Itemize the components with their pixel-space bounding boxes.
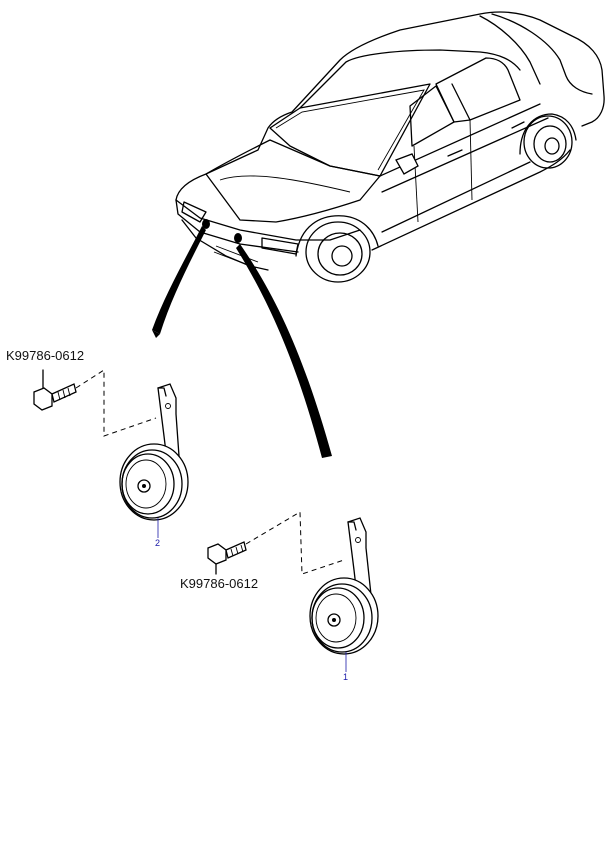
- horn-2-icon: [119, 383, 189, 538]
- arrow-to-horn-1: [236, 244, 332, 458]
- bolt-lower-part-number: K99786-0612: [180, 576, 259, 591]
- callout-number-1: 1: [343, 672, 349, 682]
- horn-1-icon: [309, 517, 379, 672]
- location-arrows: [152, 226, 332, 458]
- bolt-lower-icon: [207, 511, 345, 575]
- bolt-upper-icon: [33, 369, 157, 437]
- callout-number-2: 2: [155, 538, 161, 548]
- bolt-upper-part-number: K99786-0612: [6, 348, 85, 363]
- car-illustration: [175, 11, 605, 283]
- arrow-to-horn-2: [152, 226, 206, 334]
